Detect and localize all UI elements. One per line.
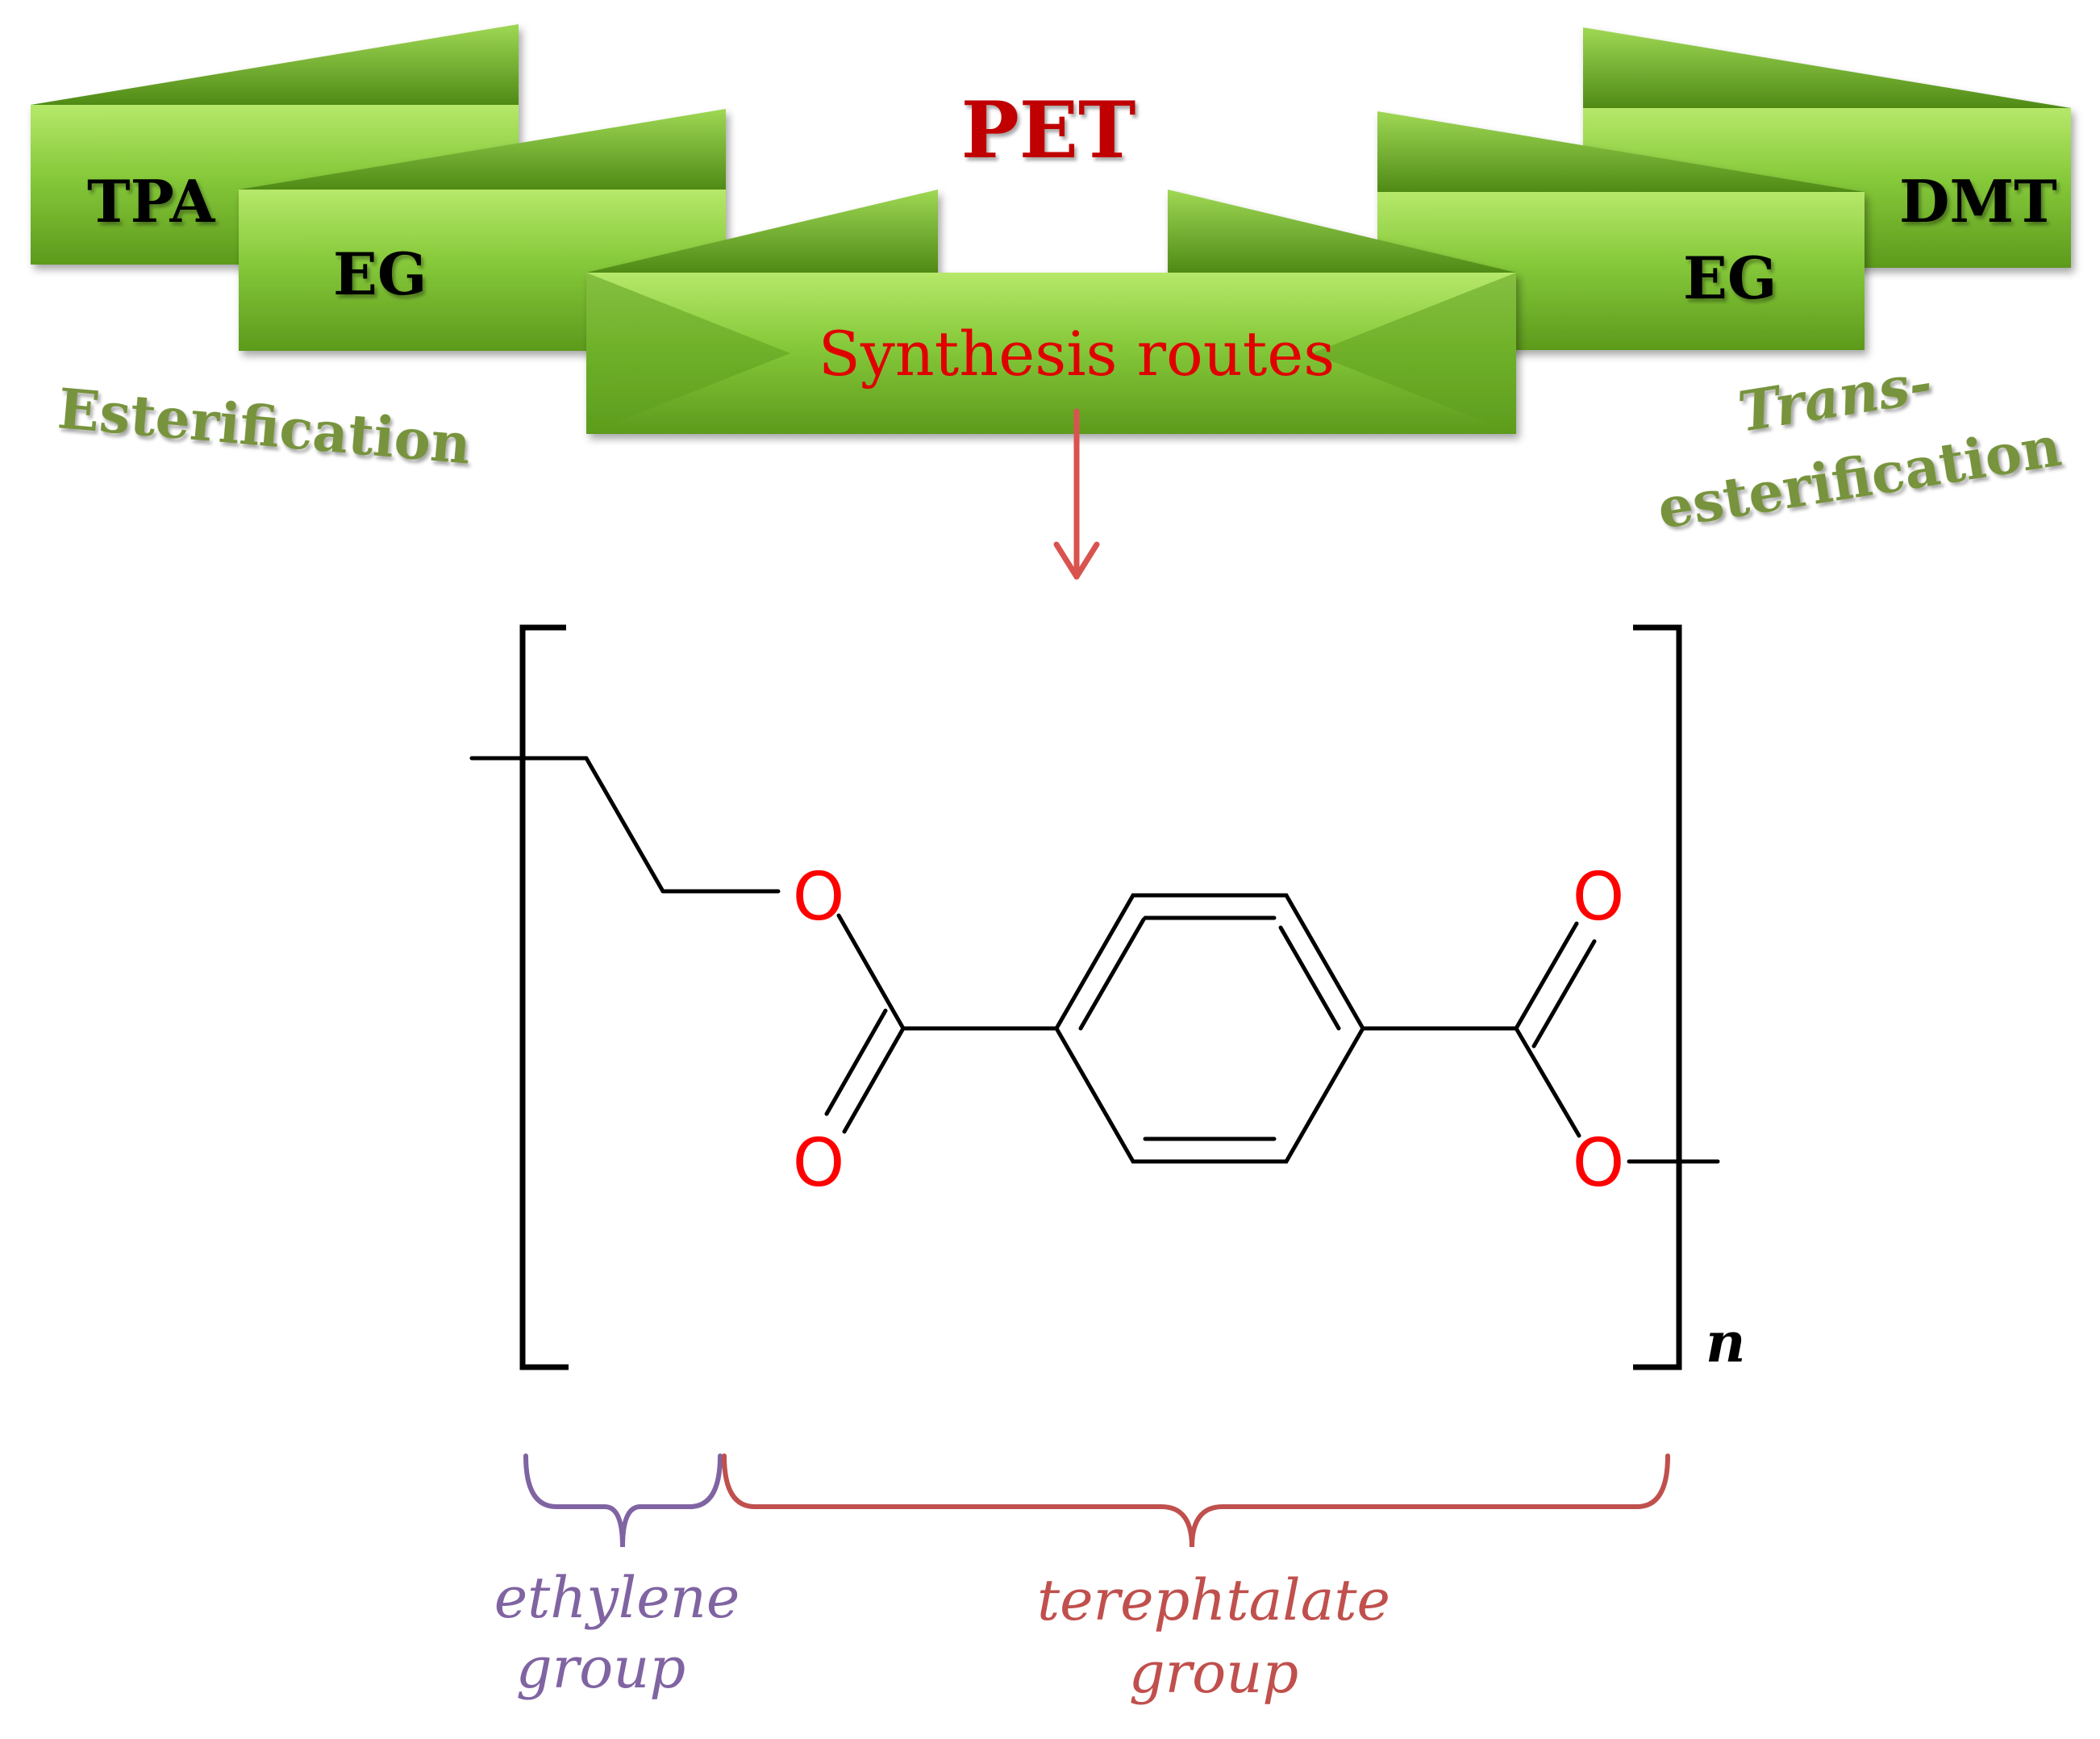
terephtalate-label-line2: group: [1129, 1640, 1298, 1706]
benzene-ring: [1054, 893, 1365, 1164]
repeat-subscript: n: [1706, 1311, 1745, 1375]
carbonyl-bond-right-a: [1514, 921, 1579, 1031]
synthesis-routes-banner: [586, 190, 1516, 434]
pet-title: PET: [961, 85, 1136, 176]
down-arrow: [1053, 408, 1100, 580]
carbonyl-bond-right-b: [1531, 939, 1597, 1049]
oxygen-atom-ester-left: O: [793, 859, 845, 936]
ester-o-bond-right: [1514, 1026, 1581, 1138]
ethylene-label-line1: ethylene: [494, 1565, 740, 1631]
repeat-unit-brackets: [519, 624, 1682, 1370]
right-eg-label: EG: [1683, 244, 1777, 312]
ring-double-bond-4: [1278, 925, 1341, 1031]
ester-o-bond-left: [836, 913, 906, 1031]
oxygen-atom-carbonyl-right: O: [1573, 859, 1625, 936]
left-eg-label: EG: [333, 240, 427, 308]
ethylene-label-line2: group: [516, 1635, 685, 1701]
right-banner-stack: [1377, 27, 2071, 350]
oxygen-atom-ester-right: O: [1573, 1125, 1625, 1202]
carbonyl-bond-left-b: [824, 1008, 888, 1116]
dmt-label: DMT: [1899, 167, 2057, 236]
terephtalate-label-line1: terephtalate: [1037, 1567, 1390, 1633]
pet-structure: [469, 756, 1720, 1164]
trans-label-line1: Trans-: [1734, 351, 1936, 445]
carbonyl-bond-left-a: [842, 1026, 906, 1134]
synthesis-routes-label: Synthesis routes: [819, 318, 1335, 390]
oxygen-atom-carbonyl-left: O: [793, 1125, 845, 1202]
ring-double-bond-6: [1078, 917, 1146, 1031]
tpa-label: TPA: [87, 167, 215, 236]
ethylene-brace: [523, 1453, 723, 1548]
terephtalate-brace: [722, 1453, 1670, 1548]
trans-label-line2: esterification: [1653, 415, 2065, 542]
ethylene-bond-1: [584, 756, 665, 894]
esterification-label: Esterification: [56, 377, 473, 477]
